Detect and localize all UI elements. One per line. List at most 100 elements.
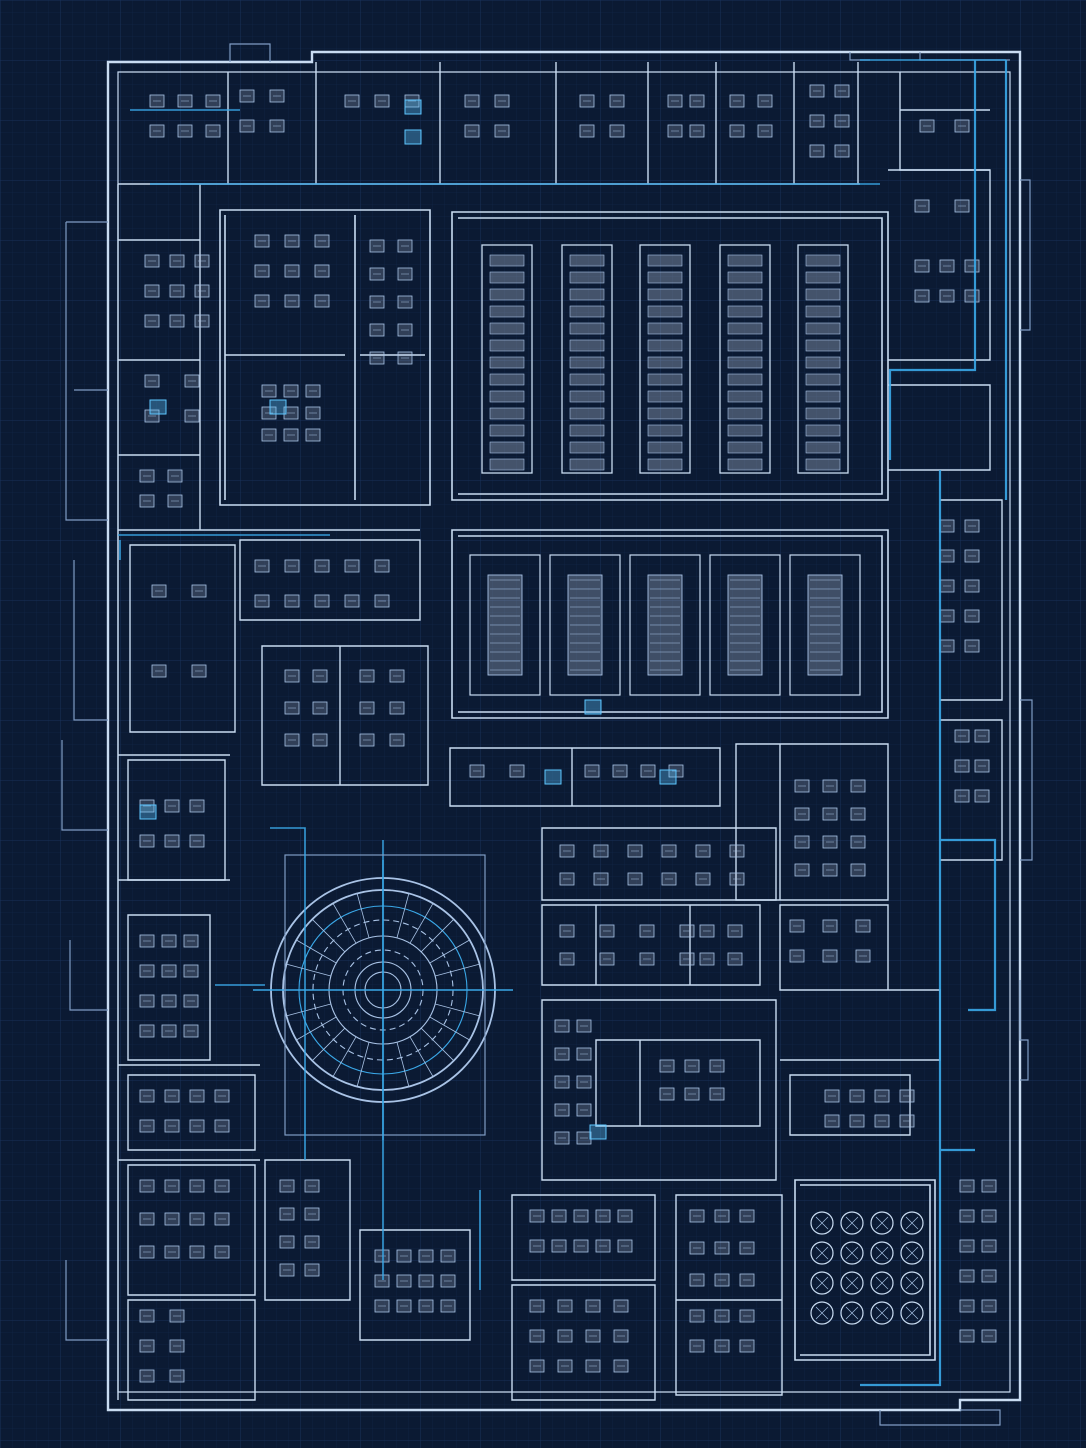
rack-unit xyxy=(727,339,763,352)
rack-unit xyxy=(569,288,605,301)
tank xyxy=(840,1211,864,1235)
outer-annex-right xyxy=(879,179,1033,1426)
rack-unit xyxy=(805,254,841,267)
rack-unit xyxy=(805,305,841,318)
fixture-accent xyxy=(589,1124,607,1140)
tank-cross xyxy=(905,1246,919,1260)
chamber-spoke xyxy=(429,939,470,964)
rack-row xyxy=(561,244,613,474)
bay-frame xyxy=(629,554,701,696)
outer-annex-left xyxy=(61,221,108,1341)
chamber-room xyxy=(284,854,486,1136)
rack-unit xyxy=(727,407,763,420)
rack-unit xyxy=(647,356,683,369)
rack-unit xyxy=(569,339,605,352)
equipment-fixtures xyxy=(139,84,997,1383)
fixture-accent xyxy=(139,804,157,820)
chamber-spoke xyxy=(312,919,346,953)
fixture-accent xyxy=(269,399,287,415)
rack-unit xyxy=(489,254,525,267)
center-lower-rooms xyxy=(541,827,777,1181)
rack-unit xyxy=(489,305,525,318)
piping-layer xyxy=(118,59,1008,1387)
tank-cross xyxy=(845,1276,859,1290)
rack-unit xyxy=(647,322,683,335)
chamber-spoke xyxy=(312,1027,346,1061)
rack-unit xyxy=(727,424,763,437)
tank-cross xyxy=(875,1276,889,1290)
rack-unit xyxy=(727,271,763,284)
bay-units xyxy=(469,554,861,696)
rack-unit xyxy=(569,254,605,267)
bay-frame xyxy=(789,554,861,696)
tank xyxy=(840,1241,864,1265)
tank-cross xyxy=(875,1216,889,1230)
rack-unit xyxy=(489,322,525,335)
tank-cross xyxy=(815,1216,829,1230)
rack-unit xyxy=(805,373,841,386)
rack-unit xyxy=(805,271,841,284)
rack-unit xyxy=(805,424,841,437)
tank xyxy=(870,1211,894,1235)
rack-row xyxy=(639,244,691,474)
tank-cross xyxy=(875,1246,889,1260)
chamber-spoke xyxy=(286,1003,331,1017)
tank-cross xyxy=(845,1246,859,1260)
chamber-spoke xyxy=(286,963,331,977)
tank xyxy=(840,1301,864,1325)
rack-unit xyxy=(727,305,763,318)
bay-frame xyxy=(549,554,621,696)
chamber-spoke xyxy=(296,939,337,964)
tank-cross xyxy=(845,1306,859,1320)
rack-unit xyxy=(647,441,683,454)
rack-unit xyxy=(489,288,525,301)
fixture-accent xyxy=(659,769,677,785)
rack-unit xyxy=(569,356,605,369)
rack-unit xyxy=(569,271,605,284)
rack-row xyxy=(719,244,771,474)
tank xyxy=(810,1241,834,1265)
chamber-spoke xyxy=(409,1036,434,1077)
bay-frame xyxy=(709,554,781,696)
chamber-spoke xyxy=(435,963,480,977)
fixture-accent xyxy=(149,399,167,415)
rack-unit xyxy=(489,339,525,352)
rack-unit xyxy=(805,390,841,403)
tank-cross xyxy=(815,1246,829,1260)
rack-unit xyxy=(727,390,763,403)
tank xyxy=(900,1241,924,1265)
chamber-spoke xyxy=(356,1042,370,1087)
rack-unit xyxy=(569,458,605,471)
mid-left-rooms xyxy=(127,539,429,881)
rack-unit xyxy=(805,339,841,352)
fixture-accent xyxy=(404,99,422,115)
rack-unit xyxy=(569,373,605,386)
rack-unit xyxy=(489,271,525,284)
lower-left-rooms xyxy=(127,914,471,1401)
tank xyxy=(810,1301,834,1325)
pipe-center-run xyxy=(382,860,481,1290)
rack-unit xyxy=(569,390,605,403)
rack-unit xyxy=(489,373,525,386)
rack-unit xyxy=(805,322,841,335)
tank-cross xyxy=(905,1306,919,1320)
rack-unit xyxy=(647,254,683,267)
chamber-spoke xyxy=(296,1016,337,1041)
rack-unit xyxy=(569,305,605,318)
chamber-spoke xyxy=(420,1027,454,1061)
chamber-spoke xyxy=(332,903,357,944)
chamber-spoke xyxy=(429,1016,470,1041)
chamber-spoke xyxy=(396,1042,410,1087)
chamber-spoke xyxy=(435,1003,480,1017)
fixture-accent xyxy=(584,699,602,715)
rack-unit xyxy=(647,407,683,420)
rack-unit xyxy=(727,356,763,369)
rack-unit xyxy=(727,254,763,267)
rack-unit xyxy=(805,407,841,420)
rack-unit xyxy=(647,288,683,301)
rack-unit xyxy=(805,458,841,471)
rack-unit xyxy=(489,356,525,369)
tank xyxy=(810,1271,834,1295)
